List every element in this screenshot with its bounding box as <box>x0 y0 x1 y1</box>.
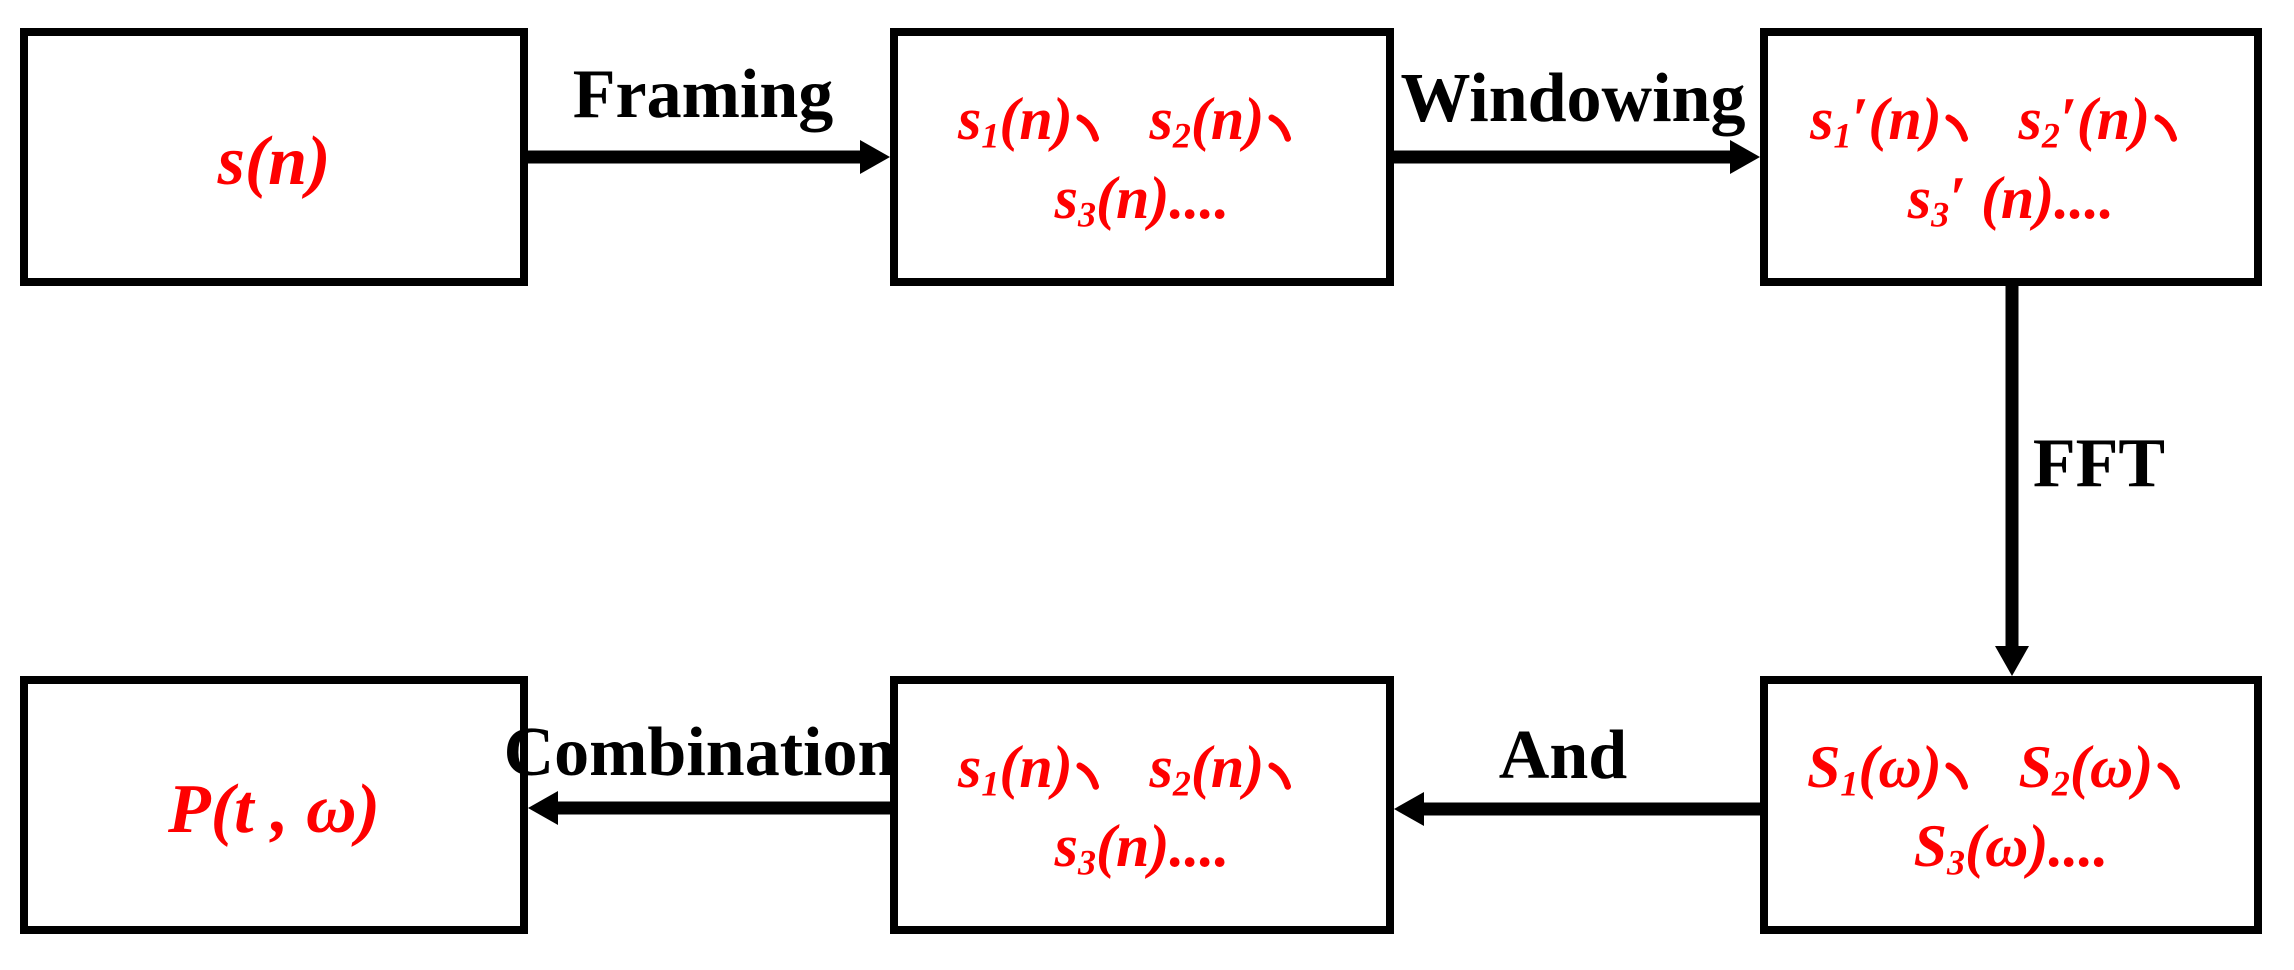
subscript: 2 <box>1172 115 1191 156</box>
enumeration-comma <box>1268 114 1296 142</box>
subscript: 1 <box>981 763 1000 804</box>
windowing-label: Windowing <box>1400 60 1746 137</box>
box-framed-signals: s1(n) s2(n) s3(n).... <box>890 28 1394 286</box>
and-label: And <box>1498 717 1628 794</box>
enumeration-comma <box>1945 114 1973 142</box>
formula-line: s1(n) s2(n) <box>958 80 1326 159</box>
fft-label: FFT <box>2032 425 2166 502</box>
enumeration-comma <box>1268 762 1296 790</box>
formula-line: P(t , ω) <box>168 770 380 848</box>
box-input-signal: s(n) <box>20 28 528 286</box>
subscript: 2 <box>2041 115 2060 156</box>
formula-line: s1(n) s2(n) <box>958 728 1326 807</box>
formula-line: S1(ω) S2(ω) <box>1807 728 2215 807</box>
formula-line: s(n) <box>217 122 331 200</box>
subscript: 3 <box>1947 842 1965 883</box>
subscript: 3 <box>1078 194 1096 235</box>
subscript: 2 <box>2051 763 2070 804</box>
subscript: 3 <box>1931 194 1950 235</box>
enumeration-comma <box>1076 114 1104 142</box>
box-frame-spectra-set: s1(n) s2(n) s3(n).... <box>890 676 1394 934</box>
enumeration-comma <box>1076 762 1104 790</box>
box-fft-spectra: S1(ω) S2(ω) S3(ω).... <box>1760 676 2262 934</box>
enumeration-comma <box>2154 114 2182 142</box>
framing-label: Framing <box>572 56 834 133</box>
subscript: 1 <box>1833 115 1852 156</box>
formula-line: s3(n).... <box>1054 813 1230 883</box>
formula-line: s3(n).... <box>1054 165 1230 235</box>
formula-line: s1′(n) s2′(n) <box>1810 80 2212 159</box>
enumeration-comma <box>2157 762 2185 790</box>
combination-label: Combination <box>503 714 897 791</box>
formula-line: S3(ω).... <box>1913 813 2109 883</box>
box-spectrogram-output: P(t , ω) <box>20 676 528 934</box>
subscript: 3 <box>1078 842 1096 883</box>
subscript: 1 <box>981 115 1000 156</box>
subscript: 1 <box>1840 763 1859 804</box>
box-windowed-signals: s1′(n) s2′(n) s3′ (n).... <box>1760 28 2262 286</box>
enumeration-comma <box>1945 762 1973 790</box>
subscript: 2 <box>1172 763 1191 804</box>
formula-line: s3′ (n).... <box>1907 165 2115 235</box>
